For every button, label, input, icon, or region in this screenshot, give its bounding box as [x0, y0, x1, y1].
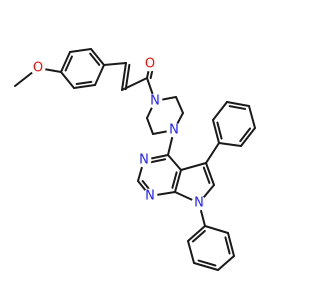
double-bond-inner-line	[89, 52, 101, 66]
atom-label-o-carbonyl: O	[145, 57, 155, 72]
single-bond	[218, 142, 242, 147]
double-bond-inner-line	[224, 236, 231, 255]
double-bond	[73, 84, 96, 89]
atom-label-o-methoxy: O	[33, 61, 43, 76]
single-bond	[217, 255, 235, 271]
atom-label-background	[191, 195, 207, 211]
atom-label-n-amide: N	[150, 94, 160, 109]
atom-label-background	[142, 188, 158, 204]
double-bond	[226, 101, 250, 107]
double-bond	[205, 162, 215, 186]
single-bond	[205, 142, 220, 164]
single-bond	[180, 162, 207, 171]
double-bond	[212, 119, 220, 144]
atom-label-background	[30, 60, 46, 76]
atom-label-n-pyr2: N	[145, 189, 155, 204]
single-bond	[94, 64, 105, 86]
double-bond-inner-line	[171, 171, 178, 189]
bond-layer	[14, 48, 256, 271]
double-bond-inner-line	[64, 55, 73, 72]
single-bond	[204, 225, 229, 234]
double-bond	[227, 232, 235, 257]
single-bond	[69, 48, 92, 53]
single-bond	[212, 101, 228, 121]
double-bond-inner-line	[239, 127, 252, 143]
double-bond-inner-line	[228, 105, 247, 110]
double-bond-inner-line	[124, 63, 131, 91]
single-bond	[175, 96, 184, 114]
double-bond-inner-line	[202, 166, 211, 184]
atom-label-n-pyr1: N	[139, 153, 149, 168]
double-bond	[121, 62, 127, 91]
single-bond	[60, 71, 75, 89]
single-bond	[146, 117, 154, 135]
double-bond-inner-line	[191, 229, 206, 243]
double-bond	[193, 262, 219, 271]
double-bond	[60, 51, 71, 73]
double-bond-inner-line	[216, 121, 223, 140]
single-bond	[187, 240, 195, 264]
double-bond	[187, 225, 206, 242]
atom-label-n-pyrrole: N	[194, 196, 204, 211]
double-bond-inner-line	[197, 259, 217, 267]
atom-label-background	[147, 93, 163, 109]
atom-label-background	[142, 56, 158, 72]
atom-label-background	[166, 122, 182, 138]
single-bond	[167, 154, 182, 171]
atom-label-n-pip: N	[169, 123, 179, 138]
atom-label-background	[136, 152, 152, 168]
single-bond	[121, 77, 148, 91]
single-bond	[103, 62, 127, 66]
double-bond	[174, 169, 182, 193]
single-bond	[248, 105, 256, 129]
double-bond-inner-line	[75, 80, 93, 85]
double-bond	[240, 127, 256, 147]
double-bond	[90, 48, 105, 66]
